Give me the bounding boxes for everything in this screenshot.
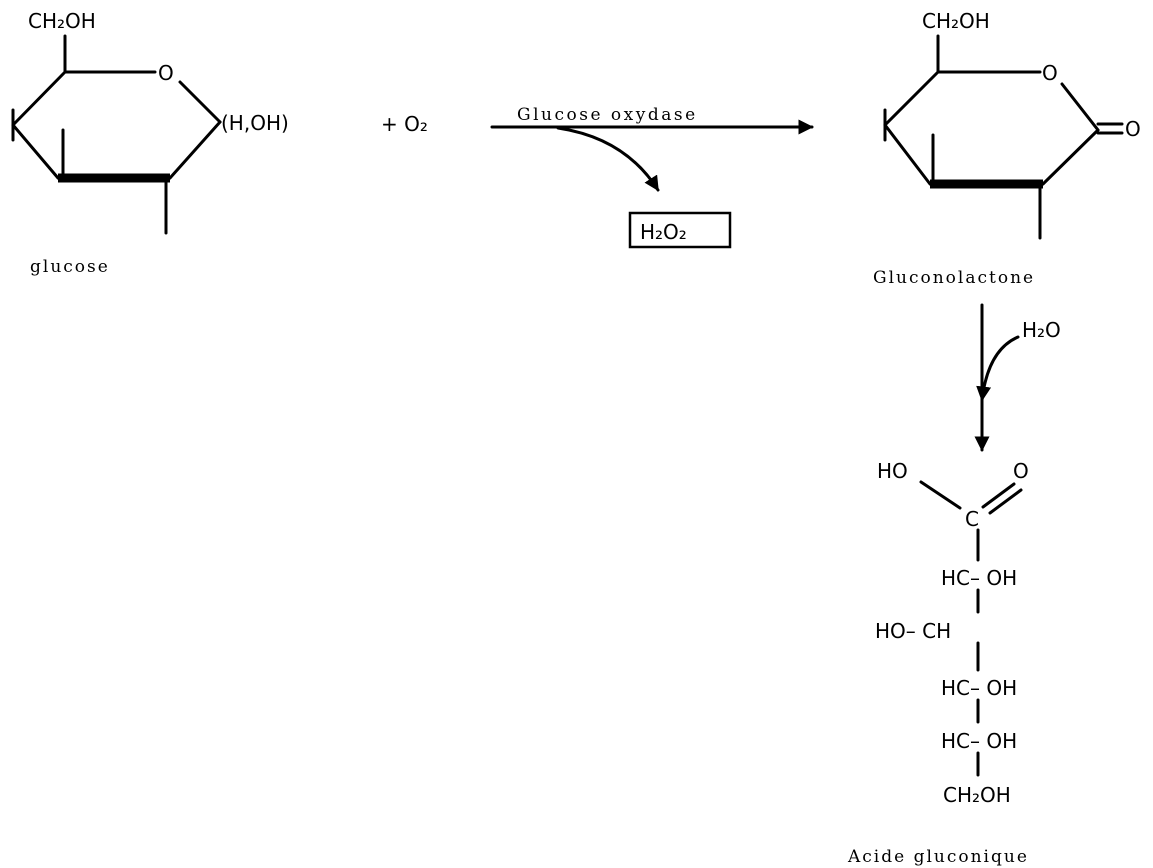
glucose-anomeric-label: (H,OH) bbox=[221, 111, 289, 135]
acid-carbonyl-bond bbox=[988, 488, 1023, 515]
glucose-structure: CH₂OH O (H,OH) glucose bbox=[11, 9, 289, 277]
acid-oh-bond bbox=[919, 480, 962, 510]
acid-chain-row-3: HC– OH bbox=[941, 676, 1017, 700]
glucose-ring-bond bbox=[11, 70, 67, 127]
byproduct-label: H₂O₂ bbox=[640, 220, 687, 244]
gluconic-acid-name: Acide gluconique bbox=[847, 847, 1029, 867]
acid-chain-row-1: HC– OH bbox=[941, 566, 1017, 590]
gluconolactone-structure: CH₂OH O O Gluconolactone bbox=[873, 9, 1141, 288]
enzyme-label: Glucose oxydase bbox=[517, 105, 698, 125]
water-curved-arrow bbox=[976, 335, 1020, 402]
acid-chain-row-2: HO– CH bbox=[875, 619, 951, 643]
lactone-carbonyl-oxygen: O bbox=[1125, 117, 1141, 141]
water-label: H₂O bbox=[1022, 318, 1061, 342]
glucose-name: glucose bbox=[30, 257, 110, 277]
acid-carbonyl-bond bbox=[981, 482, 1016, 509]
hydrolysis-arrow-group: H₂O bbox=[974, 303, 1061, 452]
glucose-ch2oh-label: CH₂OH bbox=[28, 9, 96, 33]
gluconolactone-name: Gluconolactone bbox=[873, 268, 1035, 288]
lactone-ring-oxygen: O bbox=[1042, 61, 1058, 85]
byproduct-curved-arrow bbox=[556, 126, 660, 192]
plus-oxygen: + O₂ bbox=[381, 112, 428, 136]
byproduct-box bbox=[628, 211, 732, 249]
lactone-ring-bond bbox=[883, 123, 932, 186]
acid-chain-row-5: CH₂OH bbox=[943, 783, 1011, 807]
gluconic-acid-structure: HO O C HC– OH HO– CH HC– OH HC– OH CH₂OH… bbox=[847, 459, 1029, 867]
acid-carbonyl-oxygen: O bbox=[1013, 459, 1029, 483]
glucose-ring-bond bbox=[178, 80, 222, 124]
acid-hydroxyl-label: HO bbox=[877, 459, 908, 483]
acid-chain-row-4: HC– OH bbox=[941, 729, 1017, 753]
acid-carbon-label: C bbox=[965, 507, 979, 531]
enzyme-reaction-arrow: Glucose oxydase H₂O₂ bbox=[490, 105, 814, 249]
lactone-ring-bond bbox=[1060, 82, 1100, 132]
lactone-ring-bond bbox=[883, 70, 940, 127]
glucose-ring-bond bbox=[168, 120, 222, 180]
lactone-ring-bond bbox=[1041, 128, 1100, 186]
glucose-ring-oxygen: O bbox=[158, 61, 174, 85]
lactone-ch2oh-label: CH₂OH bbox=[922, 9, 990, 33]
glucose-ring-bond bbox=[11, 123, 60, 180]
